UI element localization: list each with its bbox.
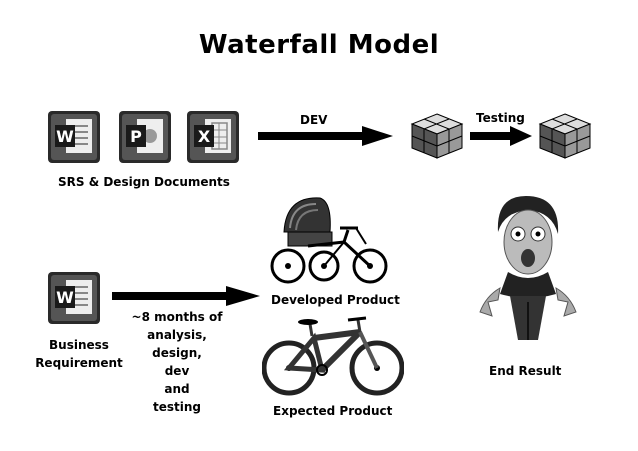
process-line-6: testing (153, 400, 201, 414)
documents-label: SRS & Design Documents (58, 175, 230, 189)
rubiks-cube-icon (538, 112, 592, 160)
svg-text:P: P (130, 127, 142, 146)
svg-text:W: W (56, 288, 74, 307)
process-line-1: ~8 months of (131, 310, 223, 324)
rubiks-cube-icon (410, 112, 464, 160)
expected-product-label: Expected Product (273, 404, 393, 418)
dev-arrow (258, 126, 393, 146)
word-document-icon: W (46, 270, 102, 326)
developed-product-label: Developed Product (271, 293, 400, 307)
process-line-2: analysis, (147, 328, 207, 342)
process-line-5: and (164, 382, 190, 396)
end-result-label: End Result (489, 364, 562, 378)
dev-label: DEV (300, 113, 328, 127)
powerpoint-document-icon: P (117, 109, 173, 165)
svg-text:X: X (198, 127, 211, 146)
svg-text:W: W (56, 127, 74, 146)
testing-label: Testing (476, 111, 525, 125)
word-document-icon: W (46, 109, 102, 165)
business-requirement-label-line1: Business (49, 338, 109, 352)
testing-arrow (470, 126, 532, 146)
process-line-4: dev (164, 364, 190, 378)
business-requirement-label-line2: Requirement (35, 356, 123, 370)
end-result-person-image (478, 192, 578, 342)
process-arrow (112, 286, 260, 306)
mountain-bike-image (262, 310, 404, 398)
excel-document-icon: X (185, 109, 241, 165)
process-line-3: design, (152, 346, 202, 360)
rickshaw-image (268, 192, 392, 288)
diagram-title: Waterfall Model (198, 30, 440, 60)
